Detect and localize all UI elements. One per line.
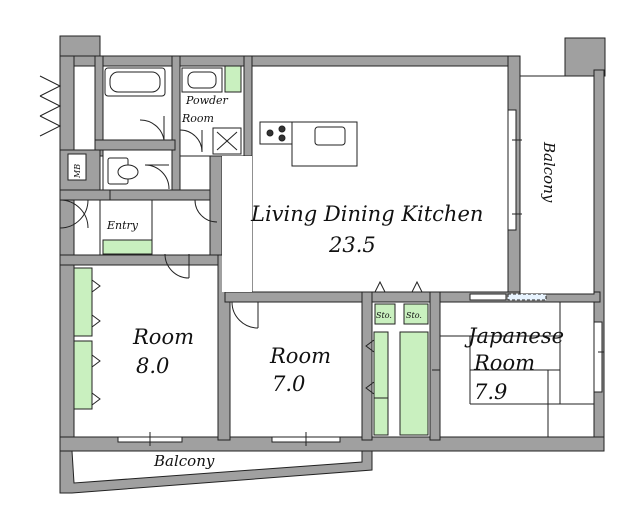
kitchen-sink <box>314 126 346 146</box>
wall-bath-bottom <box>94 139 176 151</box>
room-ldk <box>251 65 509 293</box>
stove-burner-3-icon <box>278 134 286 142</box>
meter-box <box>67 153 87 181</box>
room-a-name: Room <box>132 325 194 349</box>
closet-door-marks <box>91 279 375 406</box>
toilet-bowl <box>117 164 139 180</box>
powder-room-line1: Powder <box>185 94 229 107</box>
door-hall-icon <box>194 199 218 223</box>
wall-entry-top <box>59 189 111 201</box>
room-a <box>73 264 219 438</box>
wall-room-a-top <box>59 254 226 266</box>
balcony-bottom-label: Balcony <box>153 452 215 470</box>
storage-sto-right <box>403 303 429 325</box>
wall-powder-right <box>243 55 253 157</box>
window-marks <box>117 109 604 446</box>
wall-right-outer <box>593 69 605 451</box>
room-b-size: 7.0 <box>272 372 305 396</box>
doors <box>39 75 423 329</box>
powder-room-line2: Room <box>181 112 214 125</box>
ldk-hall-extension <box>222 156 252 292</box>
storage-sto-left <box>374 303 396 325</box>
sto-right-label: Sto. <box>406 311 422 320</box>
door-bath-icon <box>139 119 165 141</box>
wall-hall-right <box>209 149 223 256</box>
closet-powder <box>224 65 242 93</box>
balcony-right-label: Balcony <box>540 141 558 203</box>
closet-room-a-upper <box>73 267 93 337</box>
fixtures <box>67 67 358 185</box>
balcony-bottom-floor <box>71 450 363 484</box>
closet-room-a-lower <box>73 340 93 410</box>
closet-entry-shoes <box>102 239 153 255</box>
balcony-bottom <box>59 450 373 494</box>
closets <box>73 65 429 436</box>
kitchen-stove <box>259 121 293 145</box>
stove-burner-1-icon <box>266 129 274 137</box>
stove-burner-2-icon <box>278 125 286 133</box>
ldk-name: Living Dining Kitchen <box>250 202 483 226</box>
wall-bath-right <box>171 55 181 197</box>
room-a-size: 8.0 <box>136 354 169 378</box>
sto-left-label: Sto. <box>376 311 392 320</box>
wall-room-b-right <box>361 291 373 441</box>
mb-label: MB <box>73 164 82 179</box>
balcony-right-floor <box>519 75 595 295</box>
washbasin-bowl <box>187 71 217 89</box>
wall-japanese-left <box>429 291 441 441</box>
entry-label: Entry <box>106 219 139 232</box>
closet-japanese <box>399 331 429 436</box>
door-room-a-icon <box>164 253 190 279</box>
wall-top <box>59 55 521 67</box>
tatami-lines <box>440 302 594 437</box>
ldk-size: 23.5 <box>328 233 376 257</box>
wall-left <box>59 55 75 452</box>
japanese-size: 7.9 <box>474 380 507 404</box>
japanese-name-line2: Room <box>473 351 535 375</box>
room-b-name: Room <box>269 344 331 368</box>
room-b <box>229 301 363 438</box>
door-entry-icon <box>59 199 89 229</box>
door-room-b-icon <box>231 301 259 329</box>
japanese-name-line1: Japanese <box>464 324 564 348</box>
wall-toilet-bottom <box>94 189 226 201</box>
bathtub-basin <box>109 71 161 93</box>
closet-room-b <box>373 331 389 436</box>
